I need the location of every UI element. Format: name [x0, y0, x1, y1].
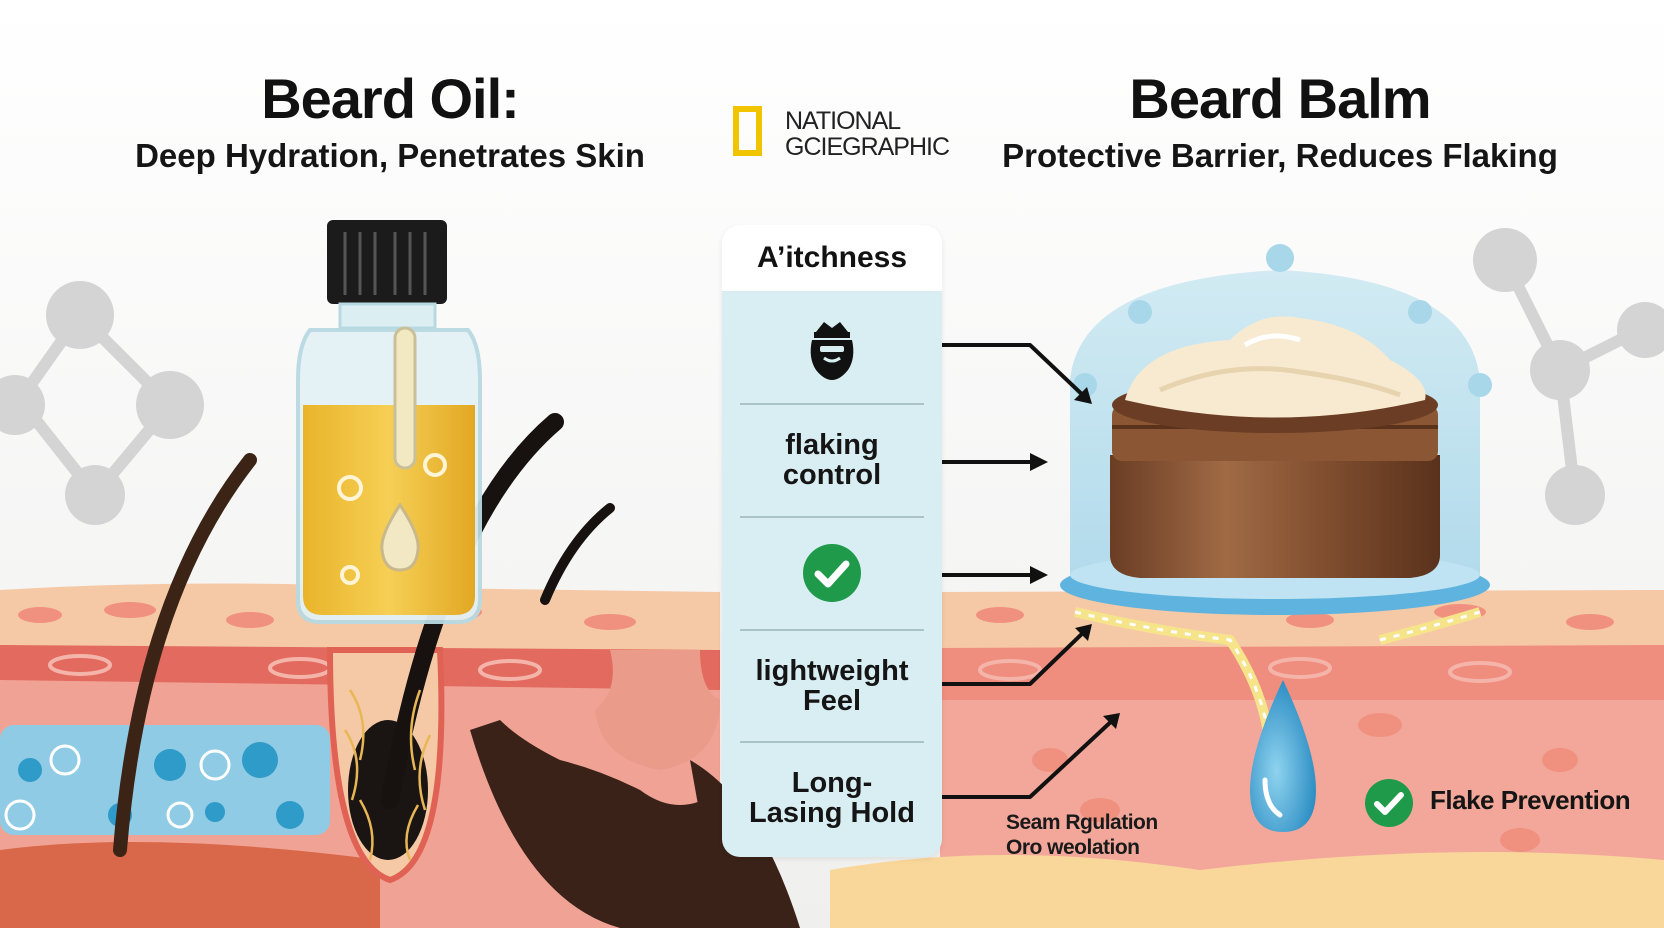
hair-root-fibers: [343, 689, 432, 861]
molecule-left-icon: [0, 281, 204, 525]
panel-divider: [740, 741, 924, 743]
arrow-heads: [1030, 387, 1120, 729]
panel-divider: [740, 516, 924, 518]
panel-row-hold: Long- Lasing Hold: [722, 743, 942, 853]
panel-row-check: [722, 518, 942, 628]
panel-divider: [740, 629, 924, 631]
logo-line-2: GCIEGRAPHIC: [785, 133, 950, 161]
panel-row-flaking: flaking control: [722, 405, 942, 515]
logo-line-1: NATIONAL: [785, 107, 901, 135]
beard-oil-title: Beard Oil:: [261, 67, 520, 130]
flaking-line-2: control: [782, 459, 882, 491]
comparison-panel: A’itchness flaking control: [722, 225, 942, 857]
hold-line-2: Lasing Hold: [749, 797, 915, 829]
flaking-line-1: flaking: [785, 429, 879, 461]
check-circle-icon: [1365, 779, 1413, 827]
skin-cross-section: [0, 583, 1664, 928]
panel-heading: A’itchness: [722, 225, 942, 291]
oil-bottle-icon: [296, 220, 482, 624]
lightweight-line-1: lightweight: [755, 655, 909, 687]
seam-line-2: Oro weolation: [1006, 836, 1140, 859]
seam-line-1: Seam Rgulation: [1006, 811, 1158, 834]
beard-oil-subtitle: Deep Hydration, Penetrates Skin: [135, 137, 645, 174]
beard-balm-subtitle: Protective Barrier, Reduces Flaking: [1002, 137, 1558, 174]
panel-divider: [740, 403, 924, 405]
hold-line-1: Long-: [791, 767, 873, 799]
brand-logo: NATIONAL GCIEGRAPHIC: [733, 106, 950, 168]
yellow-frame-icon: [733, 106, 762, 156]
check-circle-icon: [803, 544, 861, 602]
balm-jar-icon: [1060, 244, 1492, 832]
panel-row-beard: [722, 295, 942, 405]
connector-arrows: [940, 343, 1117, 799]
logo-wordmark: NATIONAL GCIEGRAPHIC: [785, 107, 950, 161]
panel-row-lightweight: lightweight Feel: [722, 631, 942, 741]
lightweight-line-2: Feel: [802, 685, 862, 717]
flake-prevention-label: Flake Prevention: [1430, 785, 1631, 815]
molecule-right-icon: [1473, 228, 1664, 525]
beard-face-icon: [810, 322, 854, 380]
beard-balm-title: Beard Balm: [1129, 67, 1431, 130]
seam-regulation-label: Seam Rgulation Oro weolation: [1006, 810, 1158, 860]
